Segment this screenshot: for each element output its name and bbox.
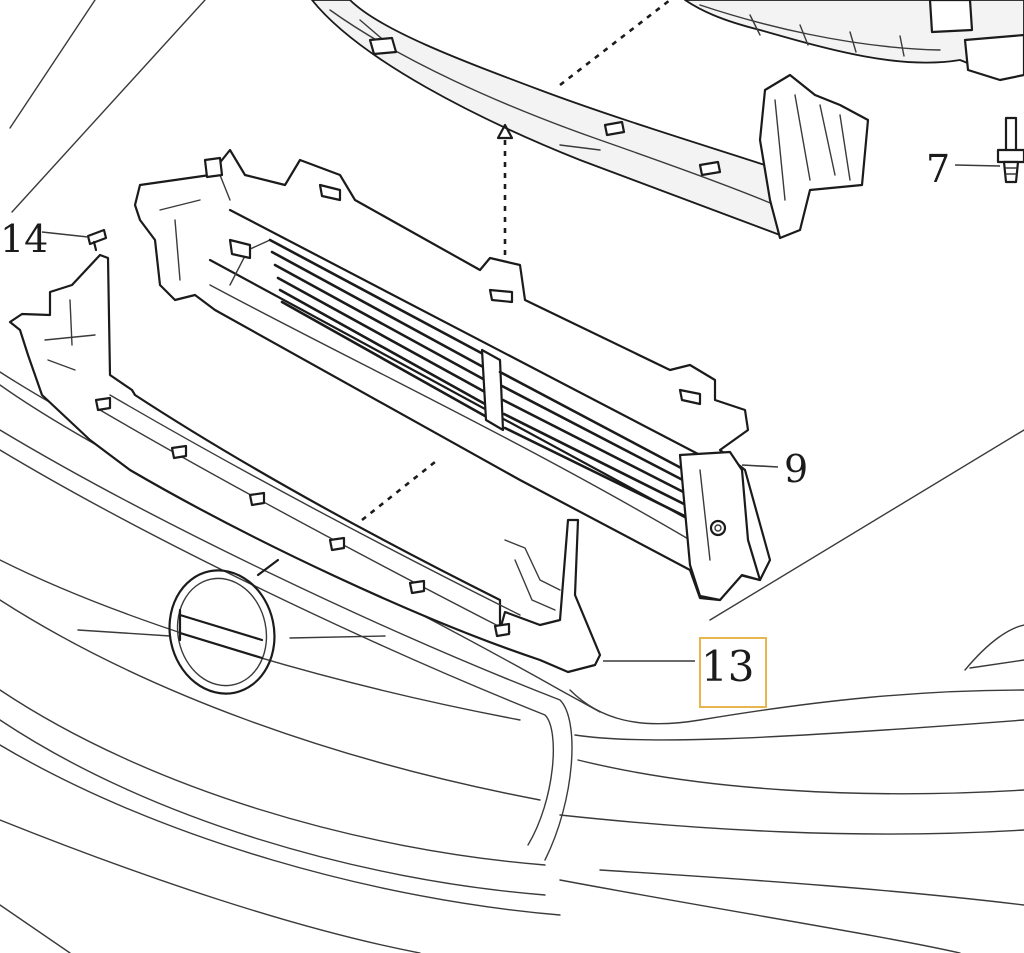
grille-shutter-9 [133,148,772,602]
grille-bars [77,629,386,639]
upper-support-panel [311,0,781,236]
top-right-bracket [684,0,1024,82]
leader-lines [41,164,1001,662]
screw-14-icon [86,228,108,252]
assembly-dashed-lines [361,0,671,522]
callout-13: 13 [701,642,755,691]
callout-14: 14 [0,217,49,261]
bolt-7-icon [996,116,1024,184]
air-duct-piece [758,73,870,240]
logo-emblem [168,558,280,695]
seal-strip-13 [8,253,602,674]
callout-7: 7 [926,147,951,191]
callout-9: 9 [784,447,809,491]
callout-13-highlight[interactable] [699,637,767,708]
